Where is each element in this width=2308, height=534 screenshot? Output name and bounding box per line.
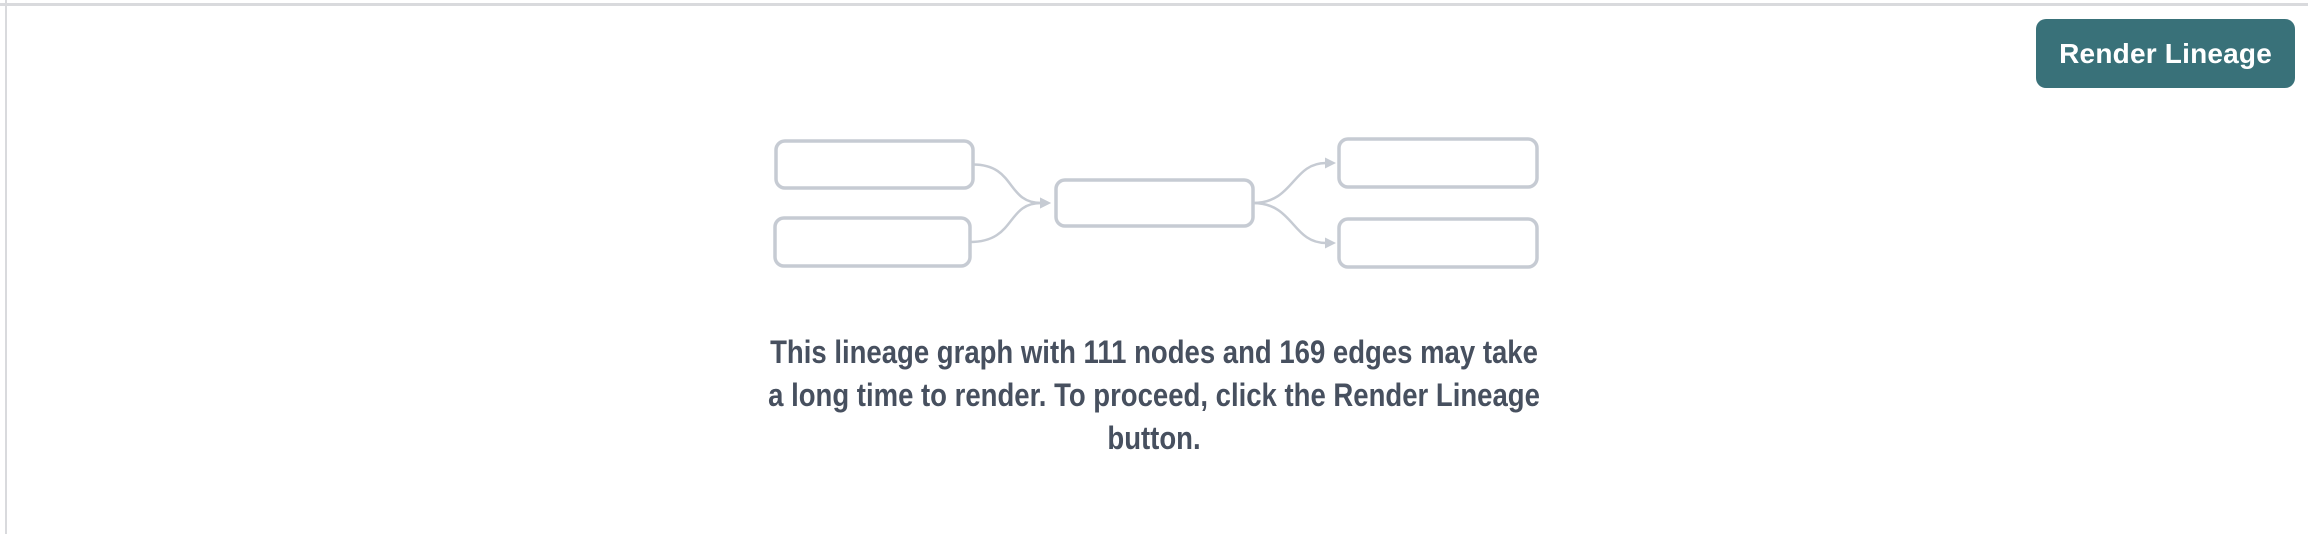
panel-top-divider <box>0 3 2308 6</box>
panel-left-divider <box>5 0 7 534</box>
lineage-node-box <box>773 216 972 268</box>
lineage-render-warning: This lineage graph with 111 nodes and 16… <box>162 331 2147 460</box>
lineage-node-box <box>774 139 975 190</box>
warning-line-1: This lineage graph with 111 nodes and 16… <box>770 334 1538 370</box>
warning-line-3: button. <box>1107 420 1201 456</box>
lineage-placeholder-graphic <box>770 133 1542 273</box>
lineage-edge <box>1252 157 1336 205</box>
lineage-edge <box>969 197 1051 244</box>
lineage-node-box <box>1054 178 1255 228</box>
lineage-graph-illustration-svg <box>773 137 1539 269</box>
warning-line-2: a long time to render. To proceed, click… <box>768 377 1540 413</box>
render-lineage-button[interactable]: Render Lineage <box>2036 19 2295 88</box>
lineage-node-box <box>1337 217 1539 269</box>
lineage-node-box <box>1337 137 1539 189</box>
lineage-edge <box>1252 201 1336 249</box>
lineage-edge <box>972 163 1051 209</box>
